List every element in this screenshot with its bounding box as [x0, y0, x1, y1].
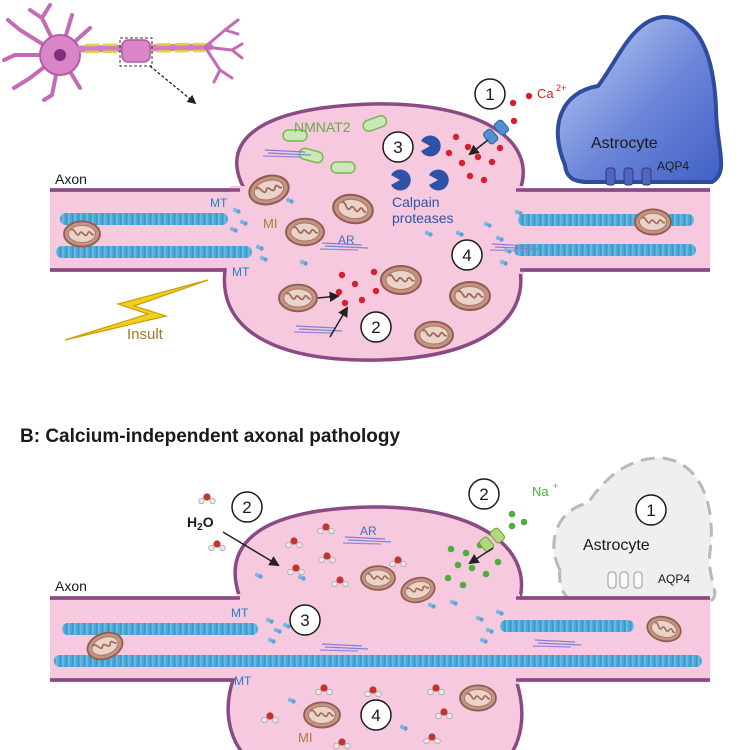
ar-filaments-b: AR: [319, 524, 582, 652]
svg-text:1: 1: [646, 501, 655, 520]
astrocyte-a: Astrocyte AQP4: [555, 14, 724, 186]
mt-label-a-bottom: MT: [232, 265, 250, 279]
calcium-ions-a: Ca 2+: [335, 83, 566, 307]
zoom-box: [119, 37, 153, 67]
svg-text:4: 4: [462, 246, 471, 265]
sodium-superscript: +: [553, 481, 558, 491]
svg-text:4: 4: [371, 706, 380, 725]
calpain-proteases: Calpain proteases: [391, 135, 453, 226]
calcium-channel: [483, 119, 509, 145]
mt-label-b-bottom: MT: [234, 674, 252, 688]
mitochondria-a: MI: [63, 170, 672, 350]
calpain-label-line2: proteases: [392, 210, 453, 226]
sodium-ions: Na +: [444, 481, 558, 589]
calpain-label-line1: Calpain: [392, 194, 439, 210]
calcium-influx-arrow: [468, 139, 489, 156]
water-influx-arrow: [222, 531, 280, 567]
mitochondria-b: MI: [82, 565, 685, 745]
step-3-b: 3: [289, 604, 321, 636]
insult-label: Insult: [127, 326, 164, 343]
svg-text:1: 1: [485, 85, 494, 104]
panel-b-title: B: Calcium-independent axonal pathology: [20, 426, 401, 447]
step-1-a: 1: [474, 78, 506, 110]
step-4-b: 4: [360, 699, 392, 731]
step-1-b: 1: [635, 494, 667, 526]
astrocyte-b: Astrocyte AQP4: [552, 456, 717, 605]
svg-text:3: 3: [300, 611, 309, 630]
step-4-a: 4: [451, 239, 483, 271]
zoom-arrow: [149, 65, 197, 105]
mt-label-a-top: MT: [210, 196, 228, 210]
insult-lightning: Insult: [64, 279, 209, 343]
aqp4-b-label: AQP4: [658, 572, 690, 586]
aqp4-channels-b: [607, 571, 643, 589]
nmnat2-label: NMNAT2: [294, 119, 351, 135]
calcium-step2-arrow: [329, 306, 349, 338]
aqp4-channels-a: [605, 167, 652, 186]
mi-label-a: MI: [263, 216, 277, 231]
step-2-b-left: 2: [231, 491, 263, 523]
nmnat2-group: NMNAT2: [282, 115, 388, 174]
astrocyte-b-label: Astrocyte: [583, 537, 650, 554]
panel-a: Astrocyte AQP4 Axon MT: [2, 3, 724, 362]
calcium-label: Ca: [537, 86, 554, 101]
panel-b: Astrocyte AQP4 Axon MT MT: [50, 456, 717, 750]
astrocyte-a-label: Astrocyte: [591, 135, 658, 152]
sodium-label: Na: [532, 484, 549, 499]
step-3-a: 3: [382, 131, 414, 163]
svg-text:2: 2: [479, 485, 488, 504]
axon-b-label: Axon: [55, 578, 87, 594]
step-2-b-right: 2: [468, 478, 500, 510]
calcium-superscript: 2+: [556, 83, 566, 93]
ar-label-b: AR: [360, 524, 377, 538]
svg-text:2: 2: [242, 498, 251, 517]
step-2-a: 2: [360, 311, 392, 343]
mito-release-arrow: [317, 291, 341, 303]
mi-label-b: MI: [298, 730, 312, 745]
axon-a-label: Axon: [55, 171, 87, 187]
ar-label-a: AR: [338, 233, 355, 247]
ar-filaments-a: AR: [262, 149, 539, 334]
mt-label-b-top: MT: [231, 606, 249, 620]
aqp4-a-label: AQP4: [657, 159, 689, 173]
water-label: H2O: [187, 514, 214, 533]
microtubules-b: MT MT: [54, 606, 702, 688]
sodium-influx-arrow: [468, 547, 494, 565]
neuron-illustration: [2, 3, 244, 105]
svg-text:2: 2: [371, 318, 380, 337]
svg-text:3: 3: [393, 138, 402, 157]
